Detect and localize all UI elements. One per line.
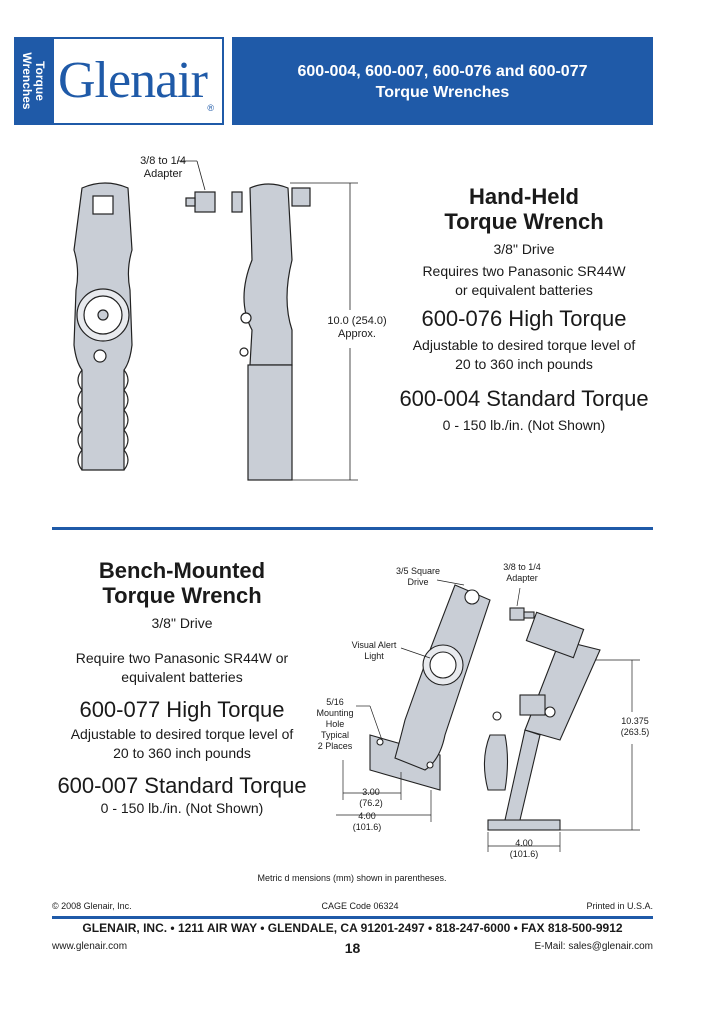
bench-title-2: Torque Wrench	[102, 583, 262, 608]
handheld-high-model: 600-076 High Torque	[421, 306, 627, 331]
handheld-batteries-1: Requires two Panasonic SR44W	[422, 263, 626, 279]
dim-10375-label-2: (263.5)	[620, 727, 650, 737]
visual-alert-label-1: Visual Alert	[351, 640, 397, 650]
side-tab: Torque Wrenches	[14, 37, 52, 125]
bench-high-desc-2: 20 to 360 inch pounds	[113, 745, 251, 761]
section-divider	[52, 527, 653, 530]
handheld-std-desc: 0 - 150 lb./in. (Not Shown)	[442, 417, 606, 433]
dim-400a-label-1: 4.00	[358, 811, 376, 821]
page-number: 18	[344, 940, 361, 956]
visual-alert-label-2: Light	[364, 651, 384, 661]
handheld-length-label: 10.0 (254.0) Approx.	[312, 315, 402, 341]
dim-10375-label: 10.375 (263.5)	[610, 716, 660, 738]
mounting-hole-label-3: Hole	[325, 719, 345, 729]
square-drive-label: 3/5 Square Drive	[388, 566, 448, 588]
metric-note: Metric d mensions (mm) shown in parenthe…	[257, 873, 447, 883]
logo-text: Glenair	[58, 52, 208, 109]
handheld-title-1: Hand-Held	[469, 184, 579, 209]
header-part-numbers: 600-004, 600-007, 600-076 and 600-077	[297, 63, 588, 80]
mounting-hole-label-2: Mounting	[316, 708, 354, 718]
header-bar: 600-004, 600-007, 600-076 and 600-077 To…	[232, 37, 653, 125]
dim-300-label: 3.00 (76.2)	[346, 787, 396, 809]
footer-cage-code: CAGE Code 06324	[321, 901, 399, 911]
handheld-std-model: 600-004 Standard Torque	[399, 386, 649, 411]
handheld-batteries-2: or equivalent batteries	[455, 282, 593, 298]
handheld-length-label-1: 10.0 (254.0)	[327, 315, 387, 327]
footer-website[interactable]: www.glenair.com	[52, 941, 128, 952]
dim-10375-label-1: 10.375	[621, 716, 649, 726]
bench-std-model: 600-007 Standard Torque	[57, 773, 307, 798]
bench-adapter-label-1: 3/8 to 1/4	[503, 562, 541, 572]
mounting-hole-label-5: 2 Places	[317, 741, 353, 751]
bench-title-1: Bench-Mounted	[98, 558, 266, 583]
dim-400b-label-1: 4.00	[515, 838, 533, 848]
bench-drive: 3/8" Drive	[151, 615, 213, 631]
logo-reg-mark: ®	[207, 103, 214, 113]
handheld-drive: 3/8" Drive	[493, 241, 555, 257]
bench-std-desc: 0 - 150 lb./in. (Not Shown)	[100, 800, 264, 816]
footer-email[interactable]: E-Mail: sales@glenair.com	[534, 941, 653, 952]
mounting-hole-label-4: Typical	[320, 730, 349, 740]
dim-300-label-1: 3.00	[362, 787, 380, 797]
bench-adapter-label: 3/8 to 1/4 Adapter	[492, 562, 552, 584]
dim-300-label-2: (76.2)	[359, 798, 383, 808]
handheld-section: Hand-Held Torque Wrench 3/8" Drive Requi…	[396, 184, 652, 435]
handheld-high-desc-1: Adjustable to desired torque level of	[412, 337, 636, 353]
handheld-adapter-label-1: 3/8 to 1/4	[140, 155, 186, 167]
bench-high-desc-1: Adjustable to desired torque level of	[70, 726, 294, 742]
handheld-adapter-label: 3/8 to 1/4 Adapter	[118, 155, 208, 181]
handheld-adapter-label-2: Adapter	[143, 168, 183, 180]
handheld-title-2: Torque Wrench	[444, 209, 604, 234]
bench-batteries-1: Require two Panasonic SR44W or	[75, 650, 289, 666]
footer-divider	[52, 916, 653, 919]
bench-adapter-label-2: Adapter	[506, 573, 538, 583]
square-drive-label-1: 3/5 Square	[395, 566, 441, 576]
glenair-logo: Glenair ®	[52, 37, 224, 125]
handheld-length-label-2: Approx.	[338, 328, 376, 340]
mounting-hole-label-1: 5/16	[326, 697, 344, 707]
footer-address: GLENAIR, INC. • 1211 AIR WAY • GLENDALE,…	[82, 921, 623, 935]
dim-400a-label: 4.00 (101.6)	[342, 811, 392, 833]
bench-batteries-2: equivalent batteries	[121, 669, 243, 685]
footer-printed: Printed in U.S.A.	[586, 901, 653, 911]
dim-400a-label-2: (101.6)	[352, 822, 382, 832]
header-title: Torque Wrenches	[375, 84, 510, 101]
bench-section: Bench-Mounted Torque Wrench 3/8" Drive R…	[52, 558, 312, 818]
square-drive-label-2: Drive	[407, 577, 429, 587]
mounting-hole-label: 5/16 Mounting Hole Typical 2 Places	[310, 697, 360, 752]
handheld-high-desc-2: 20 to 360 inch pounds	[455, 356, 593, 372]
visual-alert-label: Visual Alert Light	[344, 640, 404, 662]
bench-high-model: 600-077 High Torque	[79, 697, 285, 722]
dim-400b-label-2: (101.6)	[509, 849, 539, 859]
dim-400b-label: 4.00 (101.6)	[499, 838, 549, 860]
footer-copyright: © 2008 Glenair, Inc.	[52, 901, 132, 911]
